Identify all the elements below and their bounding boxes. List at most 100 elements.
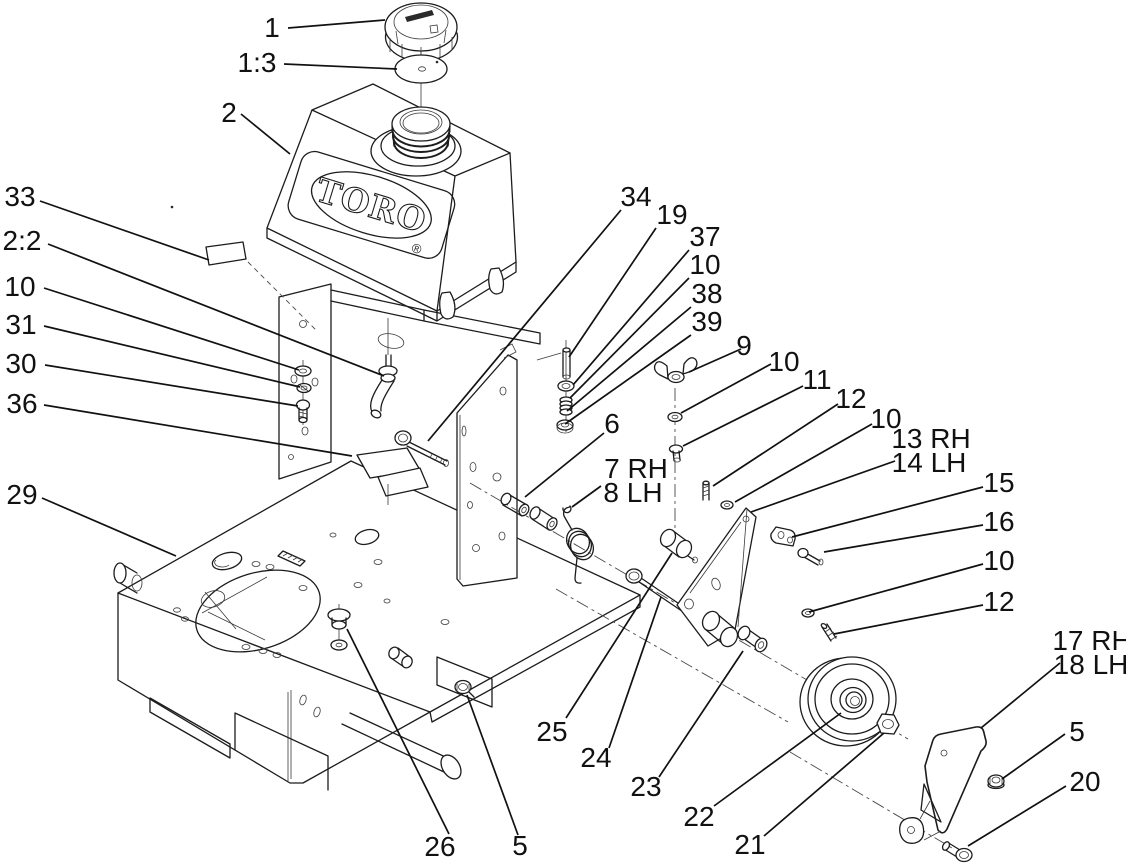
leader-line-10 xyxy=(569,277,690,399)
idler-arm-part xyxy=(676,507,757,648)
callout-9: 9 xyxy=(736,330,752,361)
leader-line-29 xyxy=(41,497,177,557)
leader-line-26 xyxy=(346,628,450,835)
callout-24: 24 xyxy=(580,742,611,773)
leader-line-12 xyxy=(712,403,839,487)
leader-line-33 xyxy=(39,200,210,261)
callout-31: 31 xyxy=(5,309,36,340)
leader-line-38 xyxy=(566,306,692,412)
callout-10: 10 xyxy=(870,403,901,434)
tank-bracket-part xyxy=(278,283,541,480)
bolt-5-part xyxy=(454,679,475,698)
leader-line-11 xyxy=(682,385,804,447)
decal-36-part xyxy=(356,447,429,505)
callout-6: 6 xyxy=(604,408,620,439)
leader-line-9 xyxy=(688,348,742,373)
leader-line-10 xyxy=(734,423,873,503)
leader-line-15 xyxy=(791,486,984,538)
callout-7-rh: 7 RH xyxy=(604,453,668,484)
callout-15: 15 xyxy=(983,467,1014,498)
support-plate-part xyxy=(456,343,518,587)
pivot-bracket-part xyxy=(770,526,796,547)
leader-line-30 xyxy=(44,364,299,407)
callout-12: 12 xyxy=(835,383,866,414)
fuel-tank-part: TORO ® xyxy=(266,83,517,322)
callout-8-lh: 8 LH xyxy=(603,477,662,508)
spacers-part xyxy=(500,492,558,531)
wing-nut-stack-part xyxy=(653,357,698,463)
spring-pin-lower-part xyxy=(801,608,838,642)
leader-line-19 xyxy=(568,227,657,358)
leader-line-2 xyxy=(240,113,291,155)
callout-18-lh: 18 LH xyxy=(1054,649,1126,680)
fuel-cap-part xyxy=(384,2,459,62)
callout-38: 38 xyxy=(691,278,722,309)
leader-line-12 xyxy=(833,604,984,635)
washer-stack-left xyxy=(294,360,312,425)
callout-29: 29 xyxy=(6,479,37,510)
stub-tube-part xyxy=(113,562,143,594)
callout-17-rh: 17 RH xyxy=(1052,625,1126,656)
callout-36: 36 xyxy=(6,388,37,419)
cap-gasket-part xyxy=(394,54,448,84)
cross-tube-part xyxy=(341,712,462,780)
spacer-23-part xyxy=(737,625,768,653)
leader-line-20 xyxy=(967,785,1067,847)
leader-line-23 xyxy=(658,650,744,778)
callout-26: 26 xyxy=(424,831,455,862)
callout-5: 5 xyxy=(1069,716,1085,747)
leader-line-1:3 xyxy=(283,63,398,70)
fuel-elbow-part xyxy=(369,318,398,419)
callout-5: 5 xyxy=(512,830,528,861)
trunnion-part xyxy=(659,528,698,564)
callout-10: 10 xyxy=(4,271,35,302)
flange-nut-21-part xyxy=(876,713,900,735)
leader-line-6 xyxy=(524,432,605,498)
leader-line-37 xyxy=(572,249,690,386)
callout-22: 22 xyxy=(683,801,714,832)
leader-line-1 xyxy=(287,19,386,29)
callout-layer: 11:32332:2103130362934193710383991011121… xyxy=(3,12,1126,862)
callout-23: 23 xyxy=(630,771,661,802)
callout-21: 21 xyxy=(734,829,765,860)
callout-39: 39 xyxy=(691,306,722,337)
roll-pin-part xyxy=(388,646,413,669)
nut-5-right-part xyxy=(987,774,1005,790)
leader-line-22 xyxy=(713,712,842,807)
leader-line-34 xyxy=(427,209,622,442)
callout-30: 30 xyxy=(5,348,36,379)
leader-line-5 xyxy=(466,694,519,836)
callout-2:2: 2:2 xyxy=(3,225,42,256)
callout-11: 11 xyxy=(802,364,831,395)
spring-pin-upper-part xyxy=(702,480,734,510)
leader-line-8-lh xyxy=(571,485,602,508)
frame-chassis-part xyxy=(113,460,641,791)
callout-16: 16 xyxy=(983,506,1014,537)
leader-line-10 xyxy=(43,287,300,371)
leader-line-2:2 xyxy=(47,243,385,377)
leader-line-5 xyxy=(1001,733,1066,780)
callout-37: 37 xyxy=(689,221,720,252)
leader-line-16 xyxy=(823,524,984,553)
callout-10: 10 xyxy=(768,346,799,377)
bolt-20-part xyxy=(941,841,973,863)
bolt-34-part xyxy=(394,430,449,467)
filler-neck-part xyxy=(370,106,462,177)
leader-line-36 xyxy=(43,404,353,457)
leader-line-10 xyxy=(680,363,772,414)
leader-line-25 xyxy=(565,552,673,719)
leader-line-14-lh xyxy=(750,460,896,513)
idler-spring-part xyxy=(562,505,595,584)
leader-line-21 xyxy=(763,732,885,837)
callout-1:3: 1:3 xyxy=(238,47,277,78)
callout-19: 19 xyxy=(656,199,687,230)
callout-13-rh: 13 RH xyxy=(891,423,970,454)
leader-line-10 xyxy=(808,563,984,613)
bolt-16-part xyxy=(797,547,824,566)
callout-1: 1 xyxy=(264,12,280,43)
callout-20: 20 xyxy=(1069,766,1100,797)
leader-line-24 xyxy=(608,596,662,749)
idler-pulley-part xyxy=(799,656,897,747)
